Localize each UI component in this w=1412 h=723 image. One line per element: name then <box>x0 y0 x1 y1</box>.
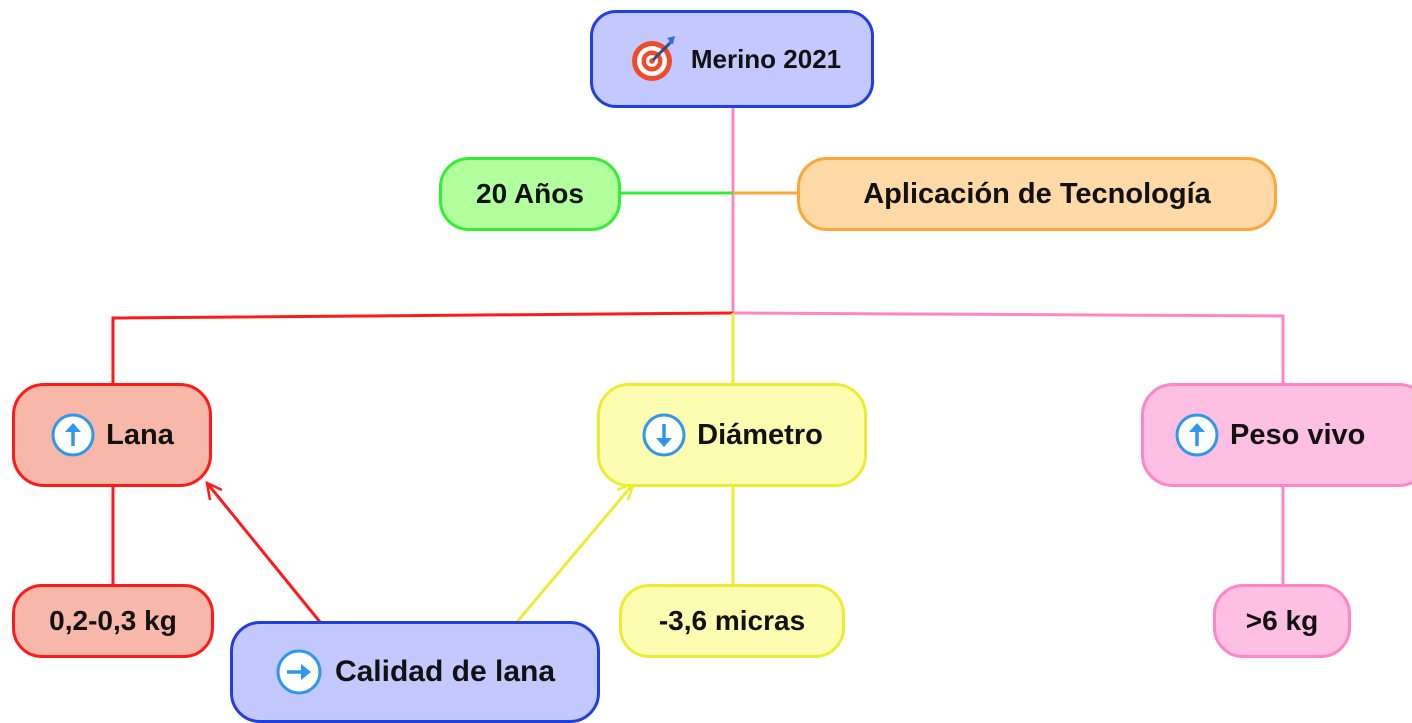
lana-value: 0,2-0,3 kg <box>49 605 177 636</box>
arrow-up-icon <box>1174 412 1220 458</box>
node-lana-value[interactable]: 0,2-0,3 kg <box>12 584 214 658</box>
node-technology[interactable]: Aplicación de Tecnología <box>797 157 1277 231</box>
node-calidad-de-lana[interactable]: Calidad de lana <box>230 621 600 723</box>
node-diametro-value[interactable]: -3,6 micras <box>619 584 845 658</box>
lana-label: Lana <box>106 418 174 451</box>
node-peso-value[interactable]: >6 kg <box>1213 584 1351 658</box>
arrow-down-icon <box>641 412 687 458</box>
node-peso-vivo[interactable]: Peso vivo <box>1141 383 1412 487</box>
arrow-quality-to-lana <box>205 482 322 623</box>
arrow-up-icon <box>50 412 96 458</box>
peso-value: >6 kg <box>1245 605 1319 636</box>
technology-label: Aplicación de Tecnología <box>863 177 1211 210</box>
target-icon <box>629 34 679 84</box>
connector-lana <box>111 311 734 383</box>
node-years[interactable]: 20 Años <box>439 157 621 231</box>
arrowhead-lana <box>205 480 223 501</box>
diametro-label: Diámetro <box>697 418 823 451</box>
root-label: Merino 2021 <box>690 43 842 74</box>
root-node-merino[interactable]: Merino 2021 <box>590 10 874 108</box>
node-lana[interactable]: Lana <box>12 383 212 487</box>
diametro-value: -3,6 micras <box>658 605 806 636</box>
arrow-quality-to-diametro <box>515 482 636 623</box>
node-diametro[interactable]: Diámetro <box>597 383 867 487</box>
connector-peso <box>732 311 1285 383</box>
calidad-label: Calidad de lana <box>334 655 556 688</box>
peso-label: Peso vivo <box>1230 418 1366 451</box>
arrow-right-icon <box>275 648 323 696</box>
years-label: 20 Años <box>476 178 584 209</box>
